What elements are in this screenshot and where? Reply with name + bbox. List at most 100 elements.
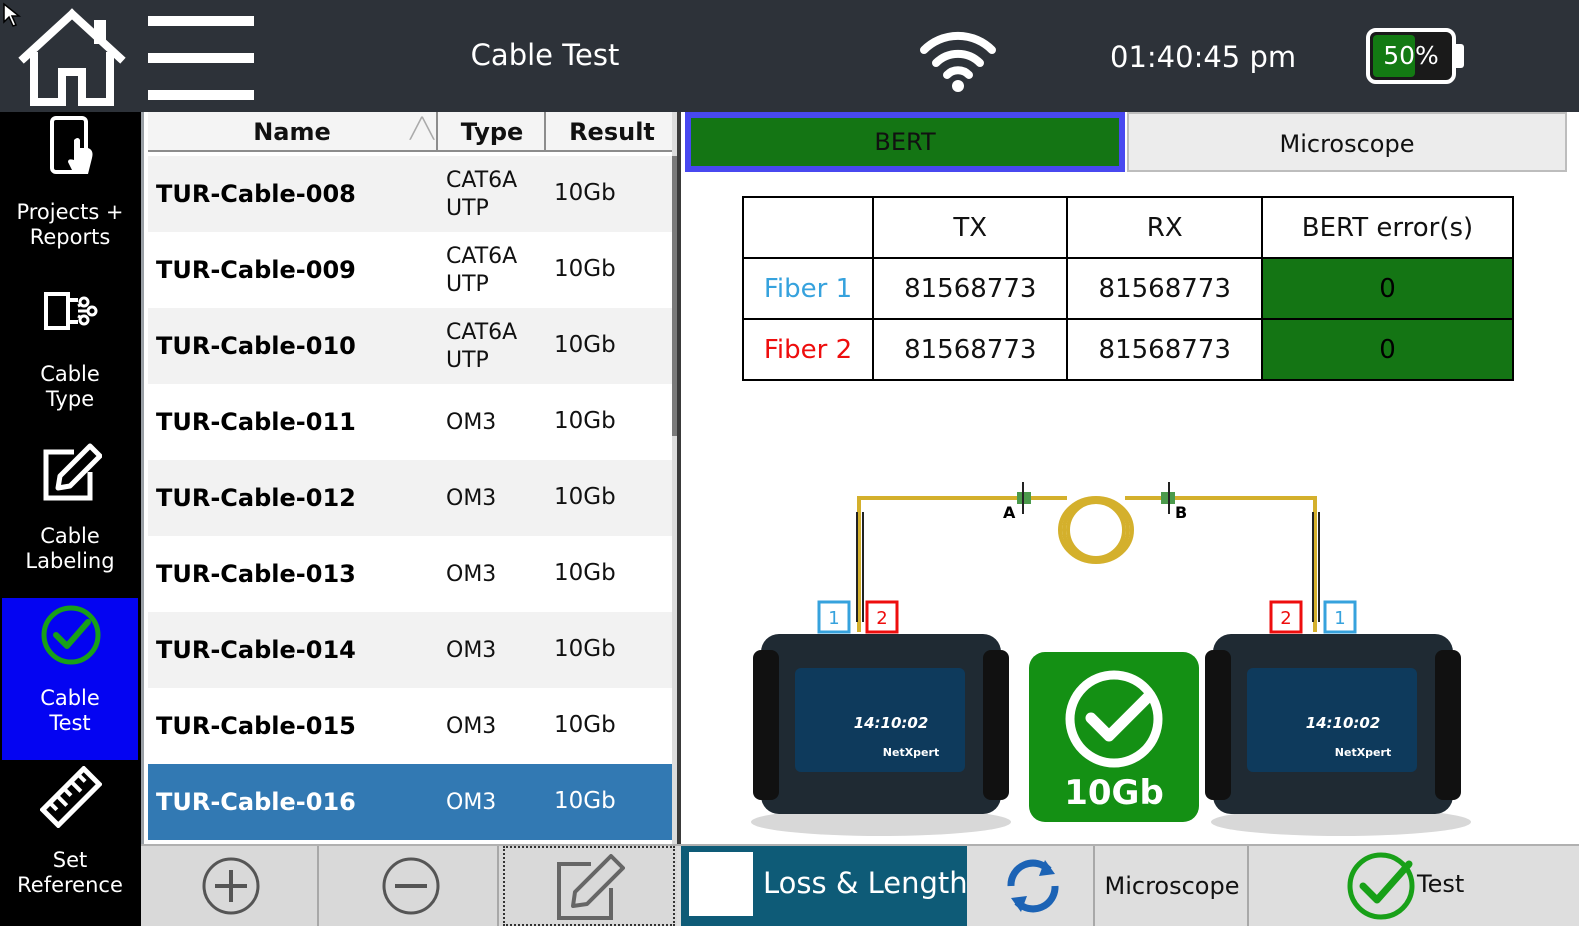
cable-type: CAT6A UTP [446, 244, 518, 297]
add-cable-button[interactable] [141, 846, 319, 926]
port-badge-label: 1 [1334, 608, 1345, 629]
test-result-panel: BERT Microscope TX RX BERT error(s) Fibe… [677, 112, 1579, 844]
hamburger-menu-icon[interactable] [148, 16, 256, 100]
rx-value: 81568773 [1066, 318, 1263, 381]
device-time: 14:10:02 [854, 714, 929, 732]
loss-length-toggle[interactable]: Loss & Length [681, 846, 968, 926]
table-row[interactable]: TUR-Cable-010 CAT6A UTP 10Gb [148, 308, 676, 384]
home-icon[interactable] [16, 8, 128, 108]
column-header-type[interactable]: Type [440, 112, 546, 152]
edit-icon [43, 443, 102, 501]
test-button[interactable]: Test [1251, 846, 1577, 926]
microscope-button[interactable]: Microscope [1097, 846, 1249, 926]
cable-name: TUR-Cable-015 [156, 712, 356, 740]
table-header-cell [742, 196, 874, 259]
table-row: Fiber 1 81568773 81568773 0 [742, 257, 1515, 320]
bert-error-value: 0 [1260, 318, 1515, 381]
tx-value: 81568773 [871, 257, 1069, 320]
table-row[interactable]: TUR-Cable-009 CAT6A UTP 10Gb [148, 232, 676, 308]
list-scrollbar[interactable] [672, 112, 678, 844]
cable-type: CAT6A UTP [446, 168, 518, 221]
remove-icon [382, 857, 440, 915]
fiber-cable [857, 496, 1317, 632]
table-row[interactable]: TUR-Cable-013 OM3 10Gb [148, 536, 676, 612]
refresh-icon [1007, 859, 1059, 913]
sidebar: Projects + Reports Cable Type Cable Labe… [0, 112, 141, 926]
refresh-button[interactable] [969, 846, 1095, 926]
table-header-cell: RX [1066, 196, 1263, 259]
battery-icon: 50% [1366, 28, 1466, 84]
port-badge-1 [817, 600, 851, 634]
ruler-icon [40, 766, 102, 828]
sidebar-item-set-reference[interactable]: Set Reference [2, 760, 138, 922]
cable-result: 10Gb [554, 788, 616, 814]
end-a-label: A [1003, 503, 1016, 522]
battery-percent: 50% [1383, 41, 1439, 70]
edit-cable-button[interactable] [503, 846, 675, 926]
tester-device-left: 14:10:02 NetXpert [751, 634, 1011, 836]
check-icon [1085, 690, 1155, 742]
cable-name: TUR-Cable-013 [156, 560, 356, 588]
add-icon [202, 857, 260, 915]
cable-result: 10Gb [554, 180, 616, 206]
column-header-name[interactable]: Name [148, 112, 438, 152]
table-header-cell: TX [871, 196, 1069, 259]
result-badge: 10Gb [1029, 652, 1199, 822]
fiber-label: Fiber 2 [742, 318, 874, 381]
port-badge-label: 2 [1280, 608, 1291, 629]
cable-type: OM3 [446, 562, 497, 587]
check-circle-icon [41, 605, 101, 665]
column-header-result[interactable]: Result [569, 118, 655, 146]
table-row: Fiber 2 81568773 81568773 0 [742, 318, 1515, 381]
cable-result: 10Gb [554, 560, 616, 586]
tab-bert[interactable]: BERT [685, 112, 1125, 172]
result-badge-label: 10Gb [1064, 773, 1164, 813]
page-title: Cable Test [470, 38, 620, 72]
cable-name: TUR-Cable-008 [156, 180, 356, 208]
cable-type: OM3 [446, 486, 497, 511]
port-badge-label: 2 [876, 608, 887, 629]
end-b-label: B [1175, 503, 1187, 522]
top-bar: Cable Test 01:40:45 pm 50% [0, 0, 1579, 112]
sidebar-item-cable-labeling[interactable]: Cable Labeling [2, 436, 138, 598]
cable-name: TUR-Cable-010 [156, 332, 356, 360]
action-bar: Loss & Length Microscope Test [677, 844, 1579, 926]
sidebar-item-cable-test[interactable]: Cable Test [2, 598, 138, 760]
edit-icon [557, 854, 625, 920]
sidebar-item-cable-type[interactable]: Cable Type [2, 274, 138, 436]
table-row[interactable]: TUR-Cable-008 CAT6A UTP 10Gb [148, 156, 676, 232]
cable-result: 10Gb [554, 332, 616, 358]
remove-cable-button[interactable] [321, 846, 499, 926]
tablet-touch-icon [50, 116, 93, 174]
cable-result: 10Gb [554, 256, 616, 282]
rx-value: 81568773 [1066, 257, 1263, 320]
port-badge-2 [1269, 600, 1303, 634]
loss-length-label: Loss & Length [763, 866, 968, 900]
loss-length-checkbox[interactable] [689, 852, 753, 916]
cable-name: TUR-Cable-016 [156, 788, 356, 816]
cable-type: OM3 [446, 410, 497, 435]
cable-name: TUR-Cable-012 [156, 484, 356, 512]
check-circle-icon [1347, 852, 1415, 920]
cable-name: TUR-Cable-009 [156, 256, 356, 284]
test-button-label: Test [1417, 870, 1465, 898]
clock: 01:40:45 pm [1110, 40, 1297, 74]
device-brand: NetXpert [883, 746, 939, 759]
sidebar-item-projects-reports[interactable]: Projects + Reports [2, 112, 138, 274]
cable-type: CAT6A UTP [446, 320, 518, 373]
cable-result: 10Gb [554, 712, 616, 738]
tab-microscope[interactable]: Microscope [1127, 112, 1567, 172]
fiber-label: Fiber 1 [742, 257, 874, 320]
device-brand: NetXpert [1335, 746, 1391, 759]
table-header-row: TX RX BERT error(s) [742, 196, 1515, 259]
cable-type: OM3 [446, 638, 497, 663]
wifi-icon [920, 31, 996, 92]
mouse-pointer-icon [3, 2, 22, 27]
port-badge-label: 1 [828, 608, 839, 629]
cable-result: 10Gb [554, 408, 616, 434]
